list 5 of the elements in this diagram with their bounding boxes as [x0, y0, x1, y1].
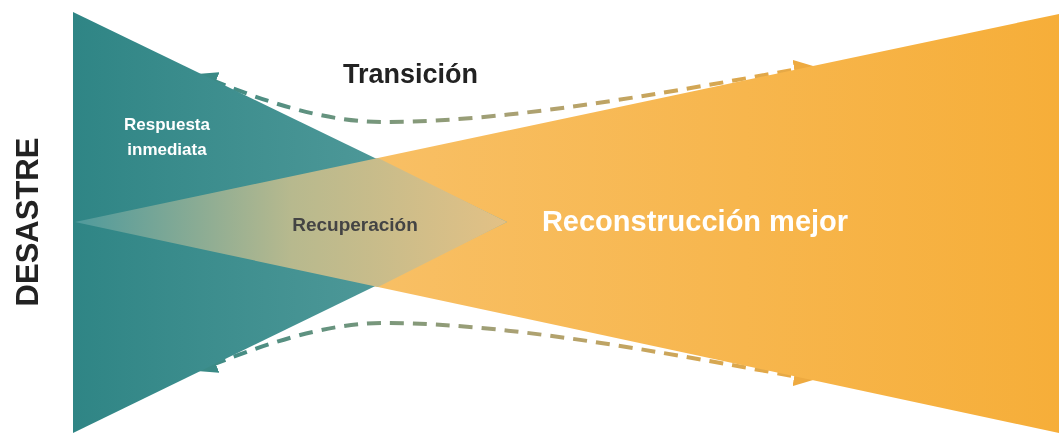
triangle-label: Respuesta inmediata	[123, 114, 211, 161]
triangle-label: Reconstrucción mejor	[540, 204, 850, 239]
transition-label: Transición	[343, 58, 479, 91]
diamond-label: Recuperación	[291, 213, 419, 237]
vertical-title: DESASTRE	[10, 136, 46, 309]
